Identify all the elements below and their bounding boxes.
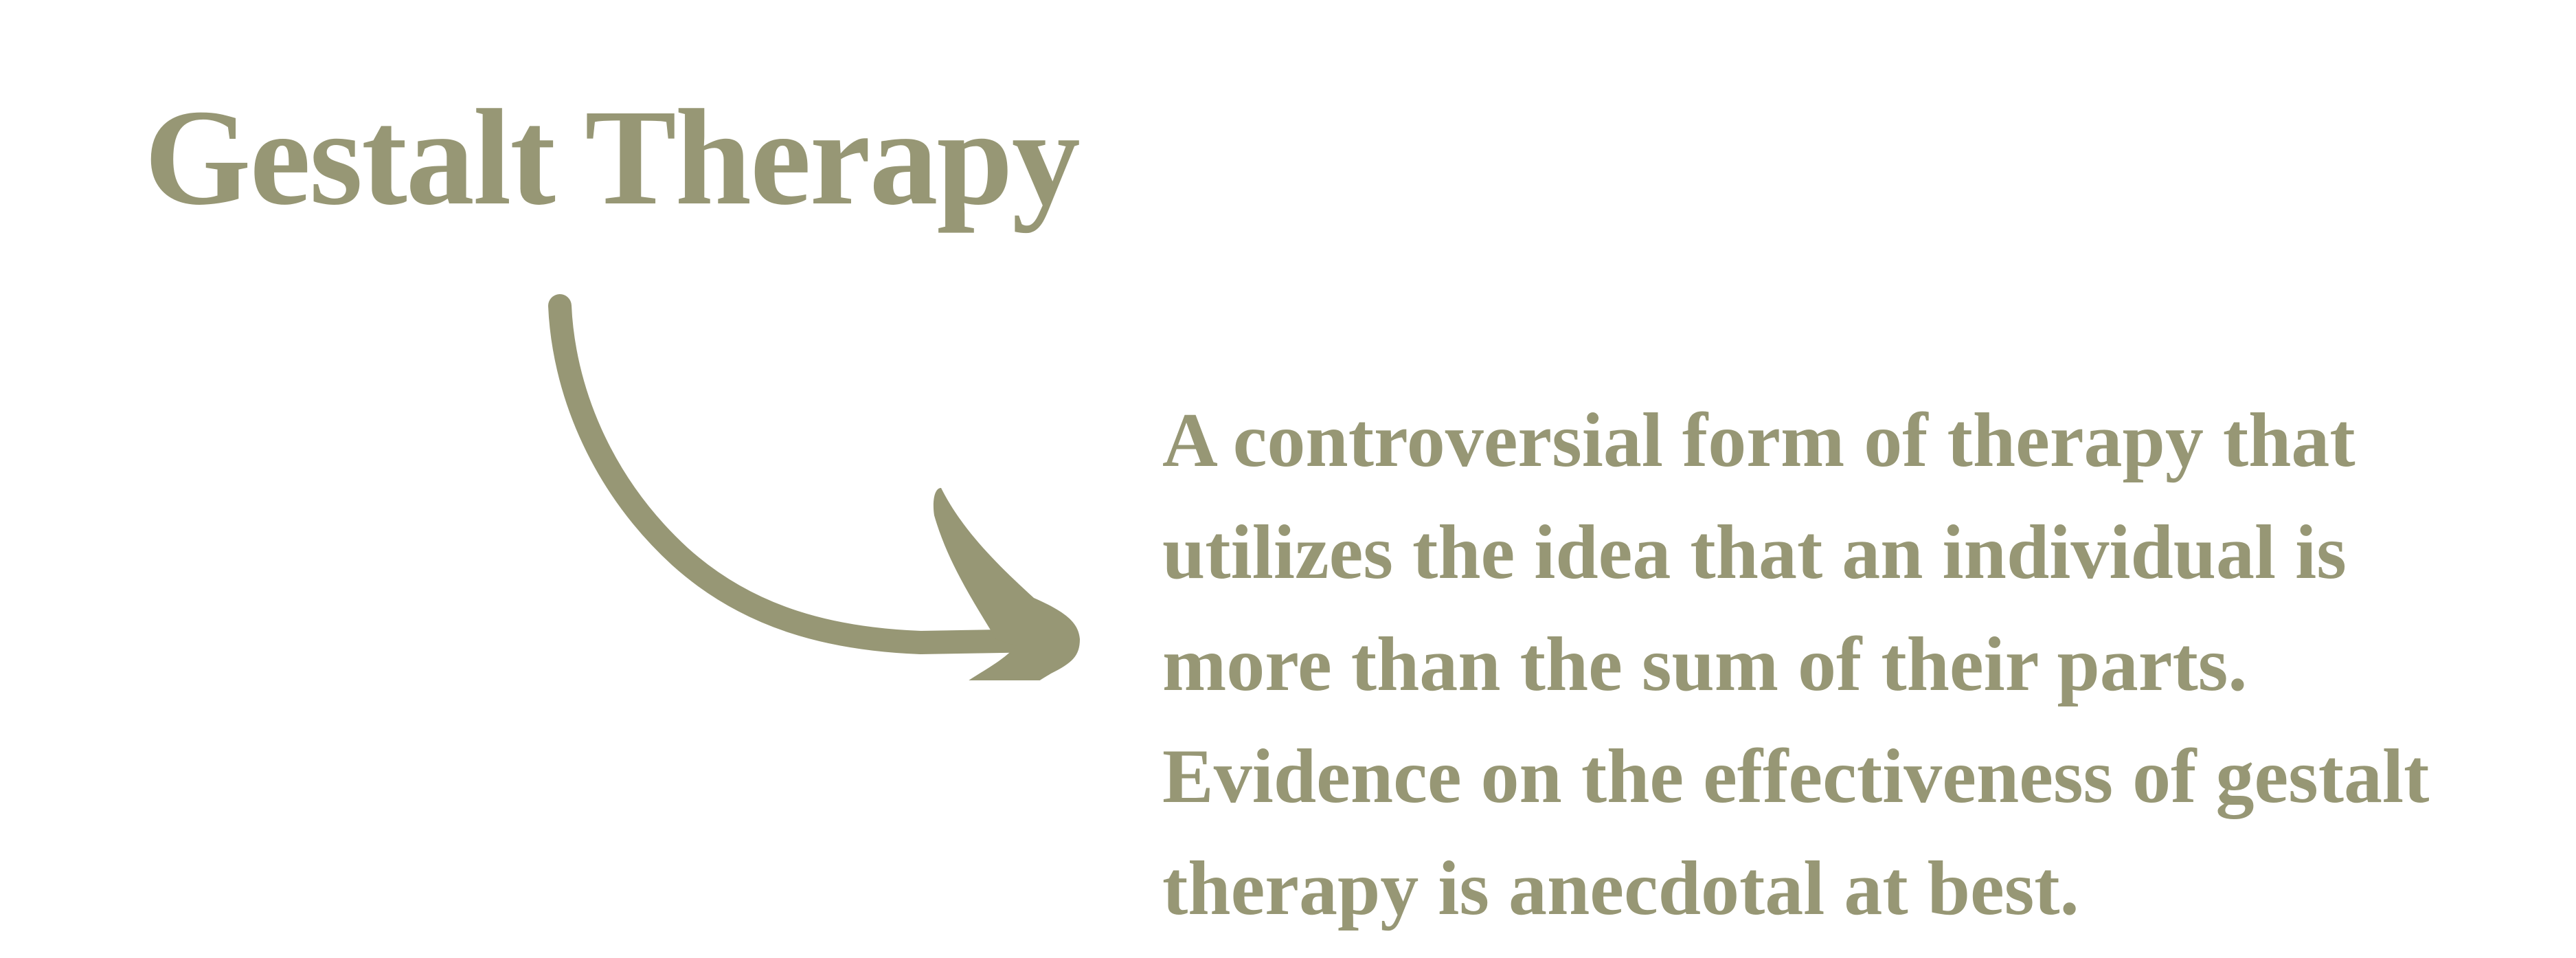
description-line-4: Evidence on the effectiveness of gestalt	[1162, 734, 2430, 819]
curved-arrow-right-icon	[548, 294, 1080, 680]
description-line-3: more than the sum of their parts.	[1162, 622, 2248, 707]
description-paragraph: A controversial form of therapy that uti…	[1162, 385, 2467, 945]
description-line-2: utilizes the idea that an individual is	[1162, 510, 2347, 595]
page-title: Gestalt Therapy	[144, 82, 1081, 234]
description-line-1: A controversial form of therapy that	[1162, 398, 2355, 483]
description-line-5: therapy is anecdotal at best.	[1162, 846, 2079, 931]
